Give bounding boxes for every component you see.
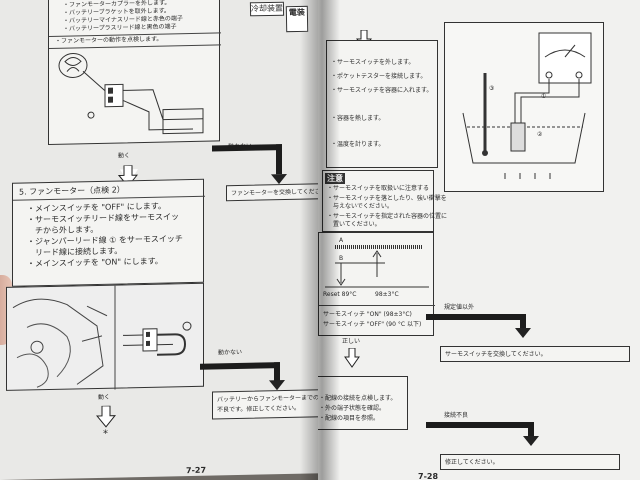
step-line: ・サーモスイッチを外します。 [331,59,415,66]
step-box-right-bottom: ・配線の接続を点検します。 ・外の端子状態を確認。 ・配線の項目を参照。 [318,376,408,430]
result-box-repair: 修正してください。 [440,454,620,470]
page-number-left: 7-27 [186,465,207,476]
note-box: 注意 ・サーモスイッチを取扱いに注意する ・サーモスイッチを落としたり、強い衝撃… [322,170,447,232]
tester-diagram: ① ② ③ [444,22,604,192]
step-line: ・バッテリープラスリード線と黒色の端子 [63,23,177,33]
graph-label-a: A [339,237,344,244]
step-title: 5. ファンモーター（点検 2） [19,185,125,197]
step-line: ・外の端子状態を確認。 [319,405,386,412]
flow-arrow-bar [426,422,534,428]
flow-arrow-bar [520,314,526,330]
graph-temp-2: 98±3°C [375,291,399,298]
step-line: ・配線の接続を点検します。 [319,395,397,402]
right-page: ・サーモスイッチを外します。 ・ポケットテスターを接続します。 ・サーモスイッチ… [318,0,640,480]
step-line: ・メインスイッチを "ON" にします。 [27,256,163,269]
wiring-illustration [6,282,204,391]
callout-2: ② [537,131,543,138]
graph-temp-1: Reset 89°C [323,291,357,298]
flow-arrow-bar [212,144,282,152]
result-text: サーモスイッチを交換してください。 [445,351,547,358]
flow-arrow-bar [276,144,282,175]
fan-motor-diagram [58,52,204,135]
step-line: ・サーモスイッチを容器に入れます。 [331,87,433,94]
note-title: 注意 [325,173,345,184]
result-text: 不良です。修正してください。 [217,404,301,414]
down-arrow-icon [96,405,116,428]
flow-arrow-bar [200,362,280,370]
note-line: ・サーモスイッチを取扱いに注意する [327,185,430,192]
step-line: ・配線の項目を参照。 [319,415,380,422]
callout-3: ③ [489,85,495,92]
note-line: ・サーモスイッチを指定された容器の位置に [327,213,448,220]
poor-connection-label: 接続不良 [444,412,469,419]
flow-arrow-icon [269,380,285,391]
not-moves-label-2: 動かない [218,348,243,357]
down-arrow-icon [344,348,360,368]
step-box-5: 5. ファンモーター（点検 2） ・メインスイッチを "OFF" にします。 ・… [12,178,205,287]
flow-arrow-icon [523,436,539,446]
thermo-switch-test-drawing [462,32,592,179]
result-box-replace-thermo: サーモスイッチを交換してください。 [440,346,630,362]
note-line: 与えないでください。 [327,203,393,210]
flow-arrow-icon [271,173,287,185]
flow-arrow-icon [515,328,531,338]
callout-1: ① [541,93,547,100]
book-gutter [300,0,340,480]
left-page: ・ファンモーターカプラーを外します。 ・バッテリーブラケットを取外します。 ・バ… [0,0,322,480]
step-line: ・容器を熱します。 [331,115,385,122]
step-line: ・サーモスイッチリード線をサーモスイッ [27,212,179,225]
switch-line: サーモスイッチ "OFF" (90 °C 以下) [323,321,422,328]
section-tab-electrical: 電装 [285,5,309,33]
step-box-top: ・ファンモーターカプラーを外します。 ・バッテリーブラケットを取外します。 ・バ… [48,0,221,145]
switch-line: サーモスイッチ "ON" (98±3°C) [323,311,412,318]
step-line: ・温度を計ります。 [331,141,385,148]
motorcycle-frame-drawing [12,285,192,390]
step-check: ・ファンモーターの動作を点検します。 [55,35,163,45]
page-number-right: 7-28 [418,472,439,480]
section-tab-cooling: 冷却装置 [249,1,285,17]
result-text: 修正してください。 [445,459,499,466]
step-box-right-top: ・サーモスイッチを外します。 ・ポケットテスターを接続します。 ・サーモスイッチ… [326,40,438,168]
moves-label: 動く [118,152,131,160]
switch-graph-box: A B Reset 89°C 98±3°C サーモスイッチ "ON" (98±3… [318,232,435,336]
switch-temperature-graph [325,245,429,288]
note-line: ・サーモスイッチを落としたり、強い衝撃を [327,195,447,202]
note-line: 置いてください。 [327,221,381,228]
moves-label-2: 動く [98,393,111,401]
graph-label-b: B [339,255,344,262]
out-of-spec-label: 規定値以外 [444,304,475,311]
continuation-mark: * [103,428,108,440]
ok-label: 正しい [342,338,361,345]
flow-arrow-bar [426,314,526,320]
step-line: ・ポケットテスターを接続します。 [331,73,427,80]
divider [319,305,435,306]
flow-arrow-bar [528,422,534,438]
